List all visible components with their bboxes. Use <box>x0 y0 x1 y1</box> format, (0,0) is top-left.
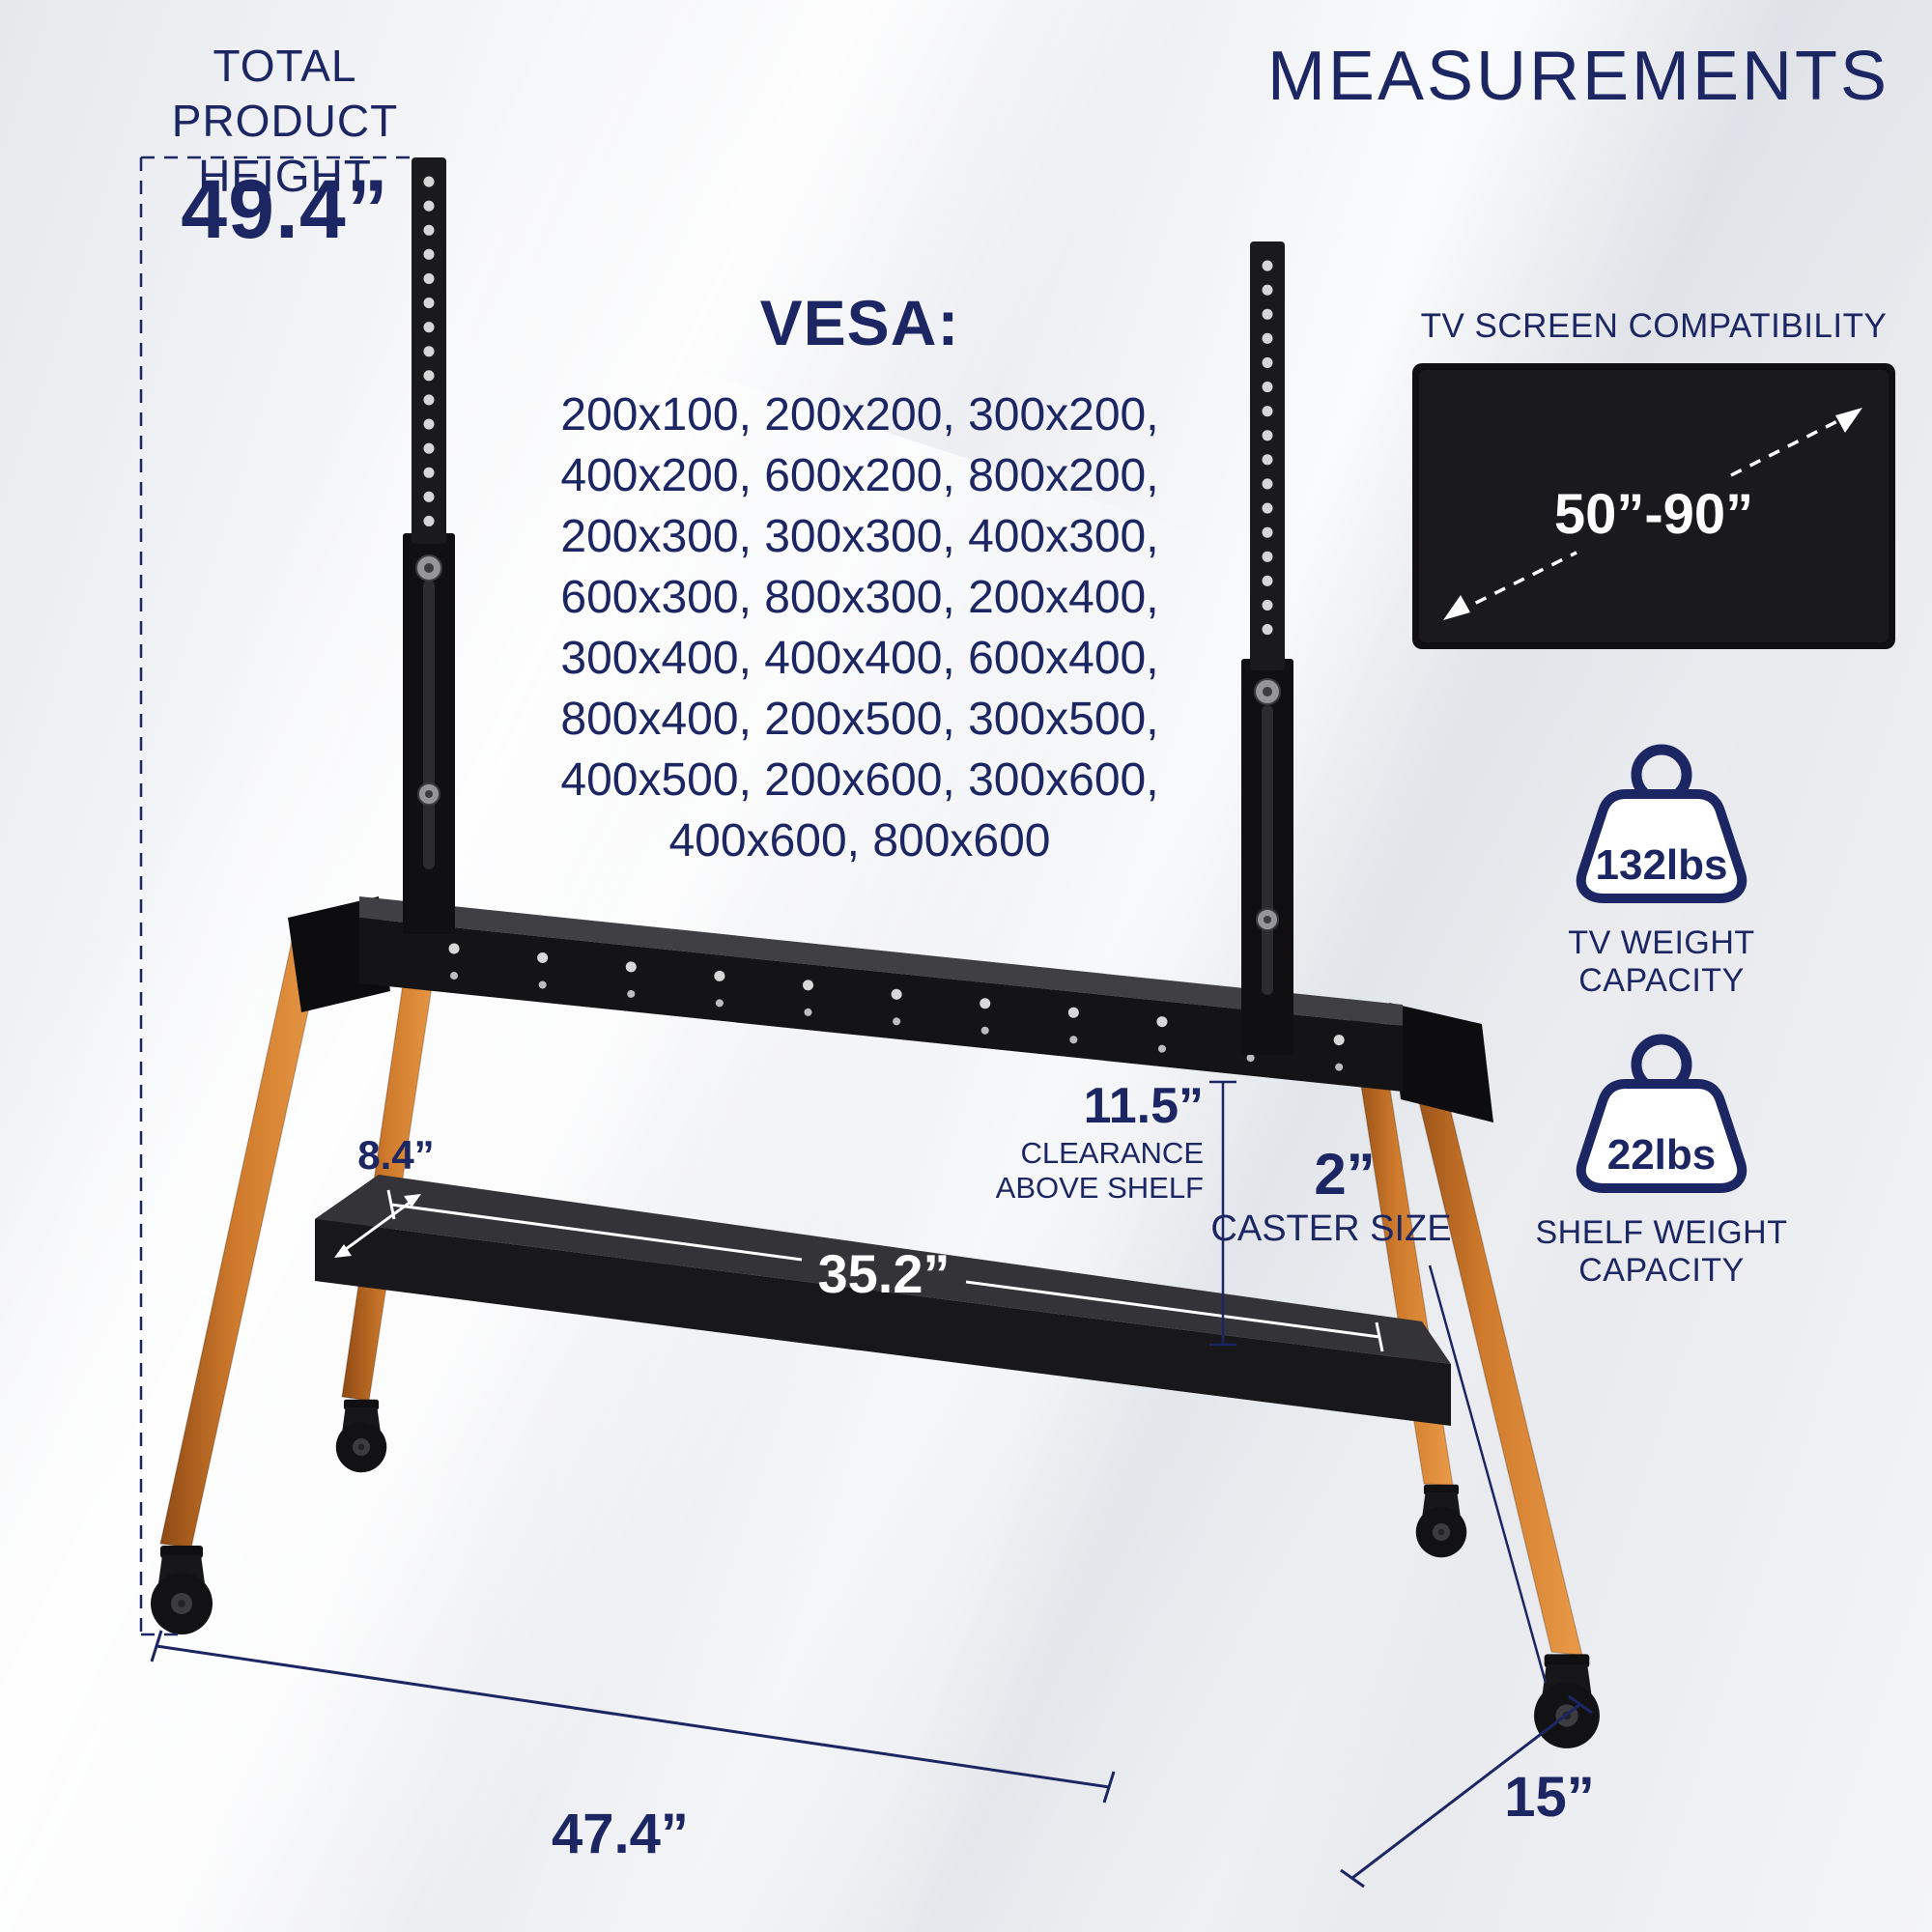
vesa-line: 600x300, 800x300, 200x400, <box>560 572 1159 623</box>
shelf-weight-capacity: 22lbs SHELF WEIGHT CAPACITY <box>1507 1026 1816 1290</box>
tv-weight-capacity: 132lbs TV WEIGHT CAPACITY <box>1507 736 1816 1000</box>
shelf-weight-value: 22lbs <box>1607 1131 1717 1179</box>
tv-diagonal-arrow <box>1443 408 1862 620</box>
weight-icon: 132lbs <box>1576 744 1747 903</box>
clearance-label-line2: ABOVE SHELF <box>996 1171 1204 1205</box>
tv-screen-graphic: 50”-90” <box>1412 363 1895 649</box>
rear-casters <box>335 1399 1467 1558</box>
page-title: MEASUREMENTS <box>1266 38 1889 115</box>
shelf-depth-value: 8.4” <box>357 1132 434 1178</box>
shelf-depth-dimension: 8.4” <box>334 1132 435 1258</box>
caster-size-label: CASTER SIZE <box>1210 1208 1451 1249</box>
tv-size-range: 50”-90” <box>1554 483 1753 546</box>
clearance-value: 11.5” <box>1084 1078 1204 1134</box>
tv-weight-label: TV WEIGHT CAPACITY <box>1568 924 1755 999</box>
height-dimension-guides <box>139 156 415 1636</box>
vesa-line: 300x400, 400x400, 600x400, <box>560 633 1159 684</box>
caster-size-value: 2” <box>1314 1142 1375 1207</box>
tv-weight-value: 132lbs <box>1596 841 1728 889</box>
caster-size-dimension: 2” CASTER SIZE <box>1210 1142 1548 1684</box>
shelf-width-value: 35.2” <box>818 1243 951 1304</box>
vesa-line: 400x500, 200x600, 300x600, <box>560 754 1159 806</box>
total-height-label: TOTAL PRODUCT HEIGHT <box>101 39 469 204</box>
vesa-line: 200x100, 200x200, 300x200, <box>560 389 1159 440</box>
total-height-label-line1: TOTAL PRODUCT <box>171 41 399 146</box>
right-vesa-bracket <box>1241 242 1293 1055</box>
total-height-label-line2: HEIGHT <box>198 151 372 201</box>
vesa-compatibility-list: VESA: 200x100, 200x200, 300x200, 400x200… <box>483 286 1236 871</box>
base-depth-dimension: 15” <box>1340 1694 1595 1889</box>
tv-screen-icon: 50”-90” <box>1412 363 1895 649</box>
base-width-dimension: 47.4” <box>150 1630 1116 1865</box>
vesa-line: 800x400, 200x500, 300x500, <box>560 694 1159 745</box>
tv-compatibility-section: TV SCREEN COMPATIBILITY 50”-90” <box>1403 307 1905 649</box>
weight-icon: 22lbs <box>1576 1034 1747 1193</box>
tv-compatibility-label: TV SCREEN COMPATIBILITY <box>1420 307 1888 345</box>
base-depth-value: 15” <box>1504 1766 1595 1829</box>
clearance-label-line1: CLEARANCE <box>1021 1136 1205 1170</box>
crossbar <box>288 896 1493 1122</box>
clearance-dimension: 11.5” CLEARANCE ABOVE SHELF <box>996 1078 1236 1347</box>
left-vesa-bracket <box>403 157 455 934</box>
vesa-line: 400x200, 600x200, 800x200, <box>560 450 1159 501</box>
vesa-line: 200x300, 300x300, 400x300, <box>560 511 1159 562</box>
vesa-line: 400x600, 800x600 <box>668 815 1051 867</box>
shelf-weight-label: SHELF WEIGHT CAPACITY <box>1535 1214 1788 1289</box>
total-height-value: 49.4” <box>181 163 389 256</box>
front-casters <box>151 1546 1600 1748</box>
shelf-width-dimension: 35.2” <box>386 1189 1384 1352</box>
base-width-value: 47.4” <box>552 1803 689 1865</box>
shelf <box>315 1175 1451 1426</box>
vesa-heading: VESA: <box>759 287 960 358</box>
